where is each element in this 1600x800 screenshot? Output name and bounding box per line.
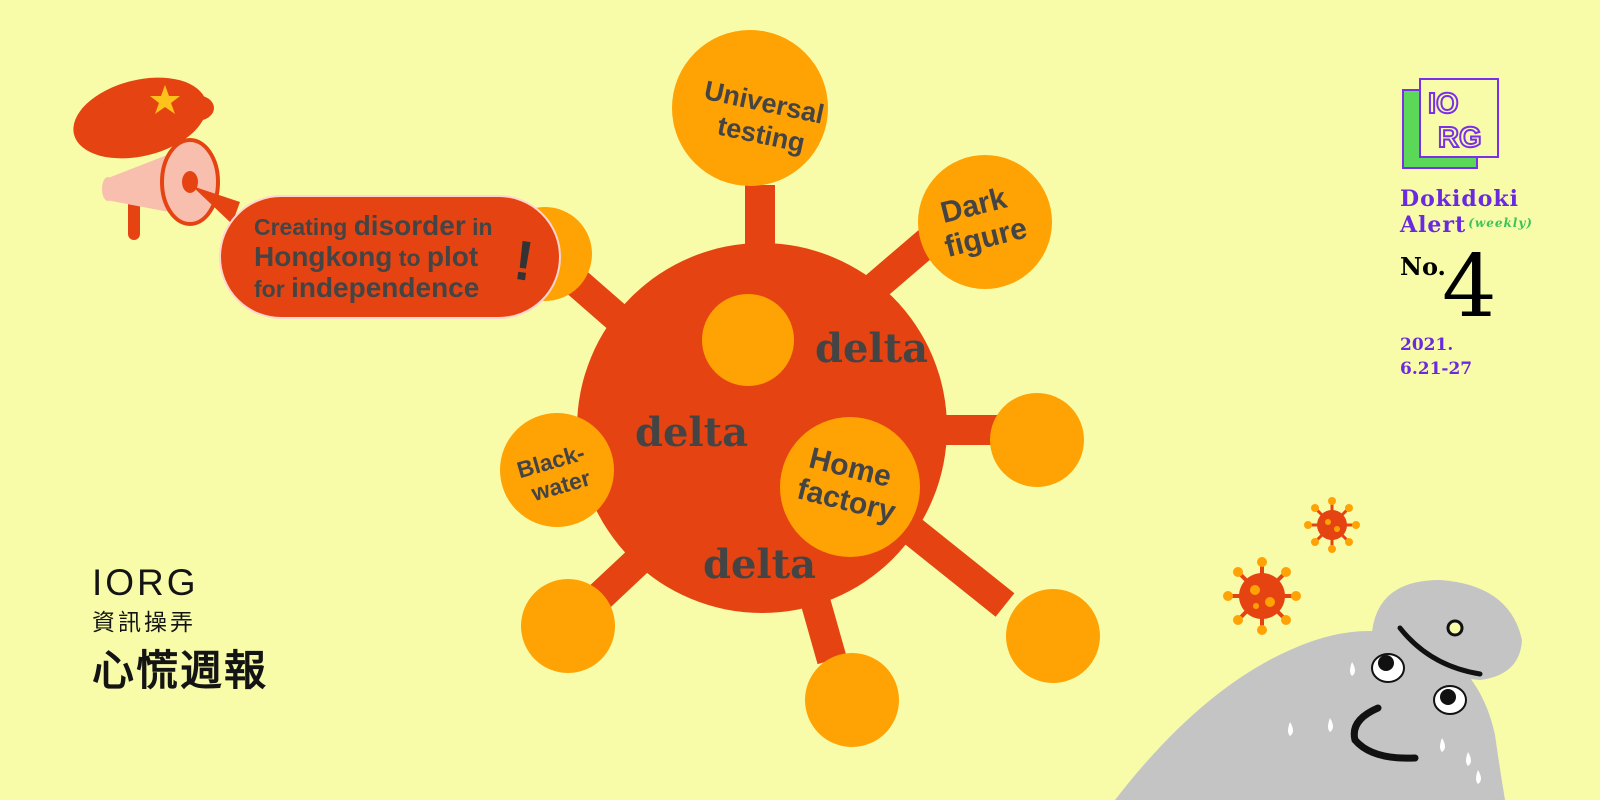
spike-node <box>500 413 614 527</box>
alert-title-line2: Alert(weekly) <box>1400 212 1533 238</box>
svg-text:for independence: for independence <box>254 272 479 303</box>
alert-title-line1: Dokidoki <box>1400 186 1520 212</box>
brand-name: IORG <box>92 562 199 603</box>
small-virus-icon <box>1304 497 1360 553</box>
iorg-logo: IO RG <box>1402 78 1499 169</box>
svg-text:IO: IO <box>1428 88 1459 120</box>
core-node <box>702 294 794 386</box>
spike-node <box>805 653 899 747</box>
brand-title: 心慌週報 <box>92 646 269 695</box>
delta-label: delta <box>635 409 748 456</box>
star-icon <box>150 85 180 114</box>
core-node <box>780 417 920 557</box>
delta-label: delta <box>703 541 816 588</box>
issue-info: Dokidoki Alert(weekly) No. 4 2021.6.21-2… <box>1400 186 1533 379</box>
issue-date: 2021.6.21-27 <box>1400 335 1473 379</box>
delta-label: delta <box>815 325 928 372</box>
frequency-label: (weekly) <box>1468 216 1533 230</box>
spike-node <box>1006 589 1100 683</box>
svg-text:RG: RG <box>1438 122 1482 154</box>
military-cap-icon <box>73 77 214 159</box>
spike-node <box>672 30 828 186</box>
big-virus: Universal testing Dark figure Black- wat… <box>498 30 1100 747</box>
issue-number: 4 <box>1442 237 1497 337</box>
spike-node <box>918 155 1052 289</box>
svg-text:Creating disorder in: Creating disorder in <box>254 210 493 241</box>
small-virus-icon <box>1223 557 1301 635</box>
speech-bubble: Creating disorder in Hongkong to plot fo… <box>192 186 561 319</box>
megaphone-icon <box>102 138 220 240</box>
brand-block: IORG 資訊操弄 心慌週報 <box>92 563 268 695</box>
brand-subtitle: 資訊操弄 <box>92 610 196 636</box>
crying-mascot-icon <box>1115 580 1522 800</box>
issue-number-prefix: No. <box>1400 252 1446 281</box>
spike-node <box>521 579 615 673</box>
svg-text:Hongkong to plot: Hongkong to plot <box>254 241 478 272</box>
spike-node <box>990 393 1084 487</box>
